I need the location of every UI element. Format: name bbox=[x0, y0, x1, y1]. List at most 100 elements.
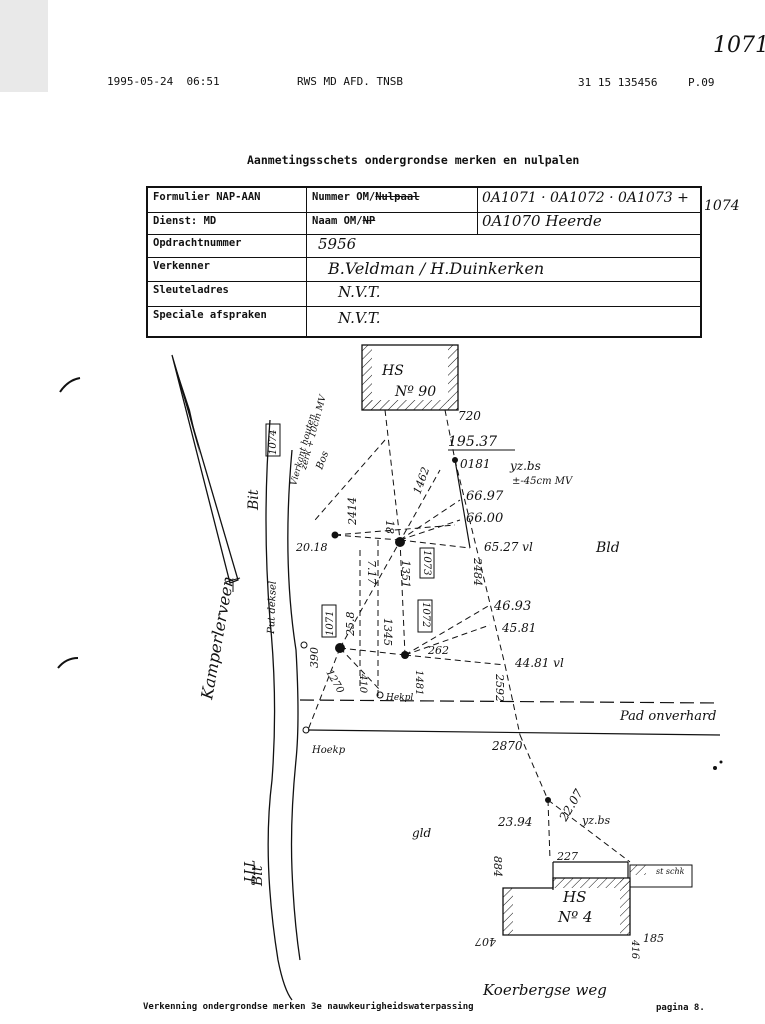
label-bld-right: Bld bbox=[595, 540, 620, 556]
label-416: 416 bbox=[629, 939, 640, 960]
road-edge-inner bbox=[287, 449, 301, 961]
form-label: Sleuteladres bbox=[148, 281, 307, 306]
label-407: 407 bbox=[475, 935, 497, 948]
label-884: 884 bbox=[491, 856, 504, 877]
form-value: 5956 bbox=[318, 235, 357, 253]
footer-page: pagina 8. bbox=[656, 1003, 705, 1013]
corner-mark bbox=[59, 377, 81, 393]
form-value: N.V.T. bbox=[338, 309, 381, 327]
box-1071 bbox=[321, 604, 337, 638]
label-hekpl: Hekpl bbox=[385, 693, 413, 703]
solid-lines bbox=[299, 459, 721, 736]
label-4581: 45.81 bbox=[501, 621, 536, 635]
form-row-verkenner: Verkenner B.Veldman / H.Duinkerken bbox=[148, 257, 700, 282]
corner-mark bbox=[57, 657, 79, 669]
form-label: Speciale afspraken bbox=[148, 306, 307, 336]
label-0181: 0181 bbox=[460, 457, 491, 471]
fax-organisation: RWS MD AFD. TNSB bbox=[297, 75, 403, 88]
label-1074: 1074 bbox=[268, 430, 279, 455]
label-1072: 1072 bbox=[420, 602, 431, 627]
label-hs90-nr: Nº 90 bbox=[394, 384, 436, 400]
label-4693: 46.93 bbox=[493, 599, 531, 614]
fax-number: 31 15 135456 bbox=[578, 76, 658, 89]
label-1345: 1345 bbox=[381, 618, 394, 646]
survey-points bbox=[300, 457, 551, 803]
form-label: Opdrachtnummer bbox=[148, 234, 307, 257]
label-kamperlerveen: Kamperlerveen bbox=[197, 575, 238, 702]
page-mark: 1071 bbox=[713, 33, 765, 58]
form-row-dienst: Dienst: MD Naam OM/NP 0A1070 Heerde bbox=[148, 212, 700, 235]
dot-mark bbox=[719, 760, 723, 764]
label-putdeksel: Put deksel bbox=[266, 581, 279, 635]
label-hs90: HS bbox=[381, 363, 404, 379]
form-label-struck: NP bbox=[362, 215, 376, 227]
label-1270: 1270 bbox=[323, 668, 346, 696]
north-arrow bbox=[171, 354, 241, 592]
document-title: Aanmetingsschets ondergrondse merken en … bbox=[247, 153, 580, 167]
form-value: B.Veldman / H.Duinkerken bbox=[328, 259, 545, 278]
form-value: N.V.T. bbox=[338, 283, 381, 301]
scan-corner-mark bbox=[0, 0, 48, 92]
box-1072 bbox=[417, 599, 433, 633]
fax-page: P.09 bbox=[688, 76, 715, 89]
label-hs4: HS bbox=[562, 888, 586, 906]
form-label-text: Naam OM/ bbox=[312, 215, 363, 227]
label-gld: gld bbox=[412, 826, 432, 840]
form-label-text: Nummer OM/ bbox=[312, 191, 376, 203]
dot-mark bbox=[713, 766, 717, 770]
label-1462: 1462 bbox=[411, 465, 433, 496]
label-2870: 2870 bbox=[491, 739, 523, 753]
measurement-lines bbox=[307, 409, 631, 863]
label-pad: Pad onverhard bbox=[619, 709, 716, 724]
form-value: 0A1070 Heerde bbox=[482, 212, 602, 230]
label-410: 410 bbox=[357, 673, 368, 694]
label-bos: Bos bbox=[314, 450, 331, 472]
label-yzbs-2: yz.bs bbox=[581, 814, 611, 827]
form-row-opdracht: Opdrachtnummer 5956 bbox=[148, 234, 700, 258]
label-185: 185 bbox=[643, 932, 664, 945]
label-2018: 20.18 bbox=[295, 541, 328, 554]
label-2414: 2414 bbox=[346, 497, 359, 526]
label-227: 227 bbox=[556, 850, 578, 863]
form-label-nummer: Nummer OM/Nulpaal bbox=[307, 188, 478, 212]
label-19537: 195.37 bbox=[448, 434, 497, 450]
form-label: Dienst: MD bbox=[148, 212, 307, 234]
label-yzbs-1-note: ±-45cm MV bbox=[512, 476, 574, 487]
form-label-naam: Naam OM/NP bbox=[307, 212, 478, 234]
label-258: 25.8 bbox=[344, 612, 357, 638]
label-1071: 1071 bbox=[325, 611, 336, 636]
label-hoekp: Hoekp bbox=[311, 745, 346, 756]
box-1074 bbox=[265, 423, 281, 457]
label-2394: 23.94 bbox=[497, 815, 532, 829]
label-6527: 65.27 vl bbox=[484, 540, 533, 554]
label-yzbs-1: yz.bs bbox=[509, 459, 541, 473]
label-hs4-nr: Nº 4 bbox=[557, 908, 593, 926]
label-bit: Bit bbox=[246, 489, 262, 511]
label-6697: 66.97 bbox=[466, 489, 504, 504]
label-717: 7.17 bbox=[365, 560, 378, 585]
label-2592: 2592 bbox=[493, 673, 506, 702]
label-1073: 1073 bbox=[421, 550, 432, 575]
form-row-formulier: Formulier NAP-AAN Nummer OM/Nulpaal 0A10… bbox=[148, 188, 700, 213]
label-262: 262 bbox=[427, 644, 449, 657]
fax-date-time: 1995-05-24 06:51 bbox=[107, 75, 220, 88]
label-720: 720 bbox=[458, 409, 481, 423]
building-hs90 bbox=[361, 344, 459, 411]
form-label: Formulier NAP-AAN bbox=[148, 188, 307, 212]
label-1351: 1351 bbox=[399, 560, 412, 588]
building-hs4 bbox=[502, 877, 631, 936]
footer-text: Verkenning ondergrondse merken 3e nauwke… bbox=[143, 1002, 474, 1012]
label-koerbergse: Koerbergse weg bbox=[482, 981, 607, 999]
label-st-schk: st schk bbox=[656, 867, 685, 876]
label-18: 18 bbox=[383, 520, 396, 534]
form-label: Verkenner bbox=[148, 257, 307, 281]
form-row-speciale: Speciale afspraken N.V.T. bbox=[148, 306, 700, 336]
box-1073 bbox=[419, 547, 435, 579]
label-390: 390 bbox=[308, 647, 321, 668]
label-4481: 44.81 vl bbox=[514, 656, 564, 670]
form-value: 0A1071 · 0A1072 · 0A1073 + bbox=[482, 190, 689, 206]
label-bit-lower: Bit bbox=[250, 865, 266, 887]
form-row-sleuteladres: Sleuteladres N.V.T. bbox=[148, 281, 700, 307]
road-edge-outer bbox=[265, 419, 293, 1001]
